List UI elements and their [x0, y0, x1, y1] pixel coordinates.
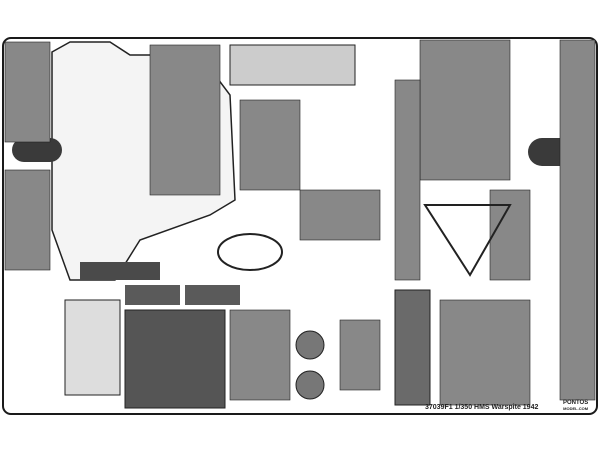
dark-strip	[80, 262, 160, 280]
dark-strip-3	[185, 285, 240, 305]
part-code-label: 37039F1 1/350 HMS Warspite 1942	[425, 404, 539, 411]
brand-name: PONTOS	[563, 400, 589, 406]
round-part-2	[295, 370, 325, 400]
ladder-parts	[4, 39, 596, 406]
oval-frame-part	[217, 233, 283, 271]
round-part	[295, 330, 325, 360]
panel-group-top	[229, 44, 356, 86]
oval-part-left	[12, 138, 62, 162]
brand-site: MODEL.COM	[563, 406, 589, 411]
grid-panel	[64, 299, 121, 396]
tower-part	[394, 289, 431, 406]
dark-strip-2	[125, 285, 180, 305]
triangle-part	[423, 204, 512, 277]
dark-panel	[124, 309, 226, 409]
brand-logo: PONTOS MODEL.COM	[563, 400, 588, 412]
